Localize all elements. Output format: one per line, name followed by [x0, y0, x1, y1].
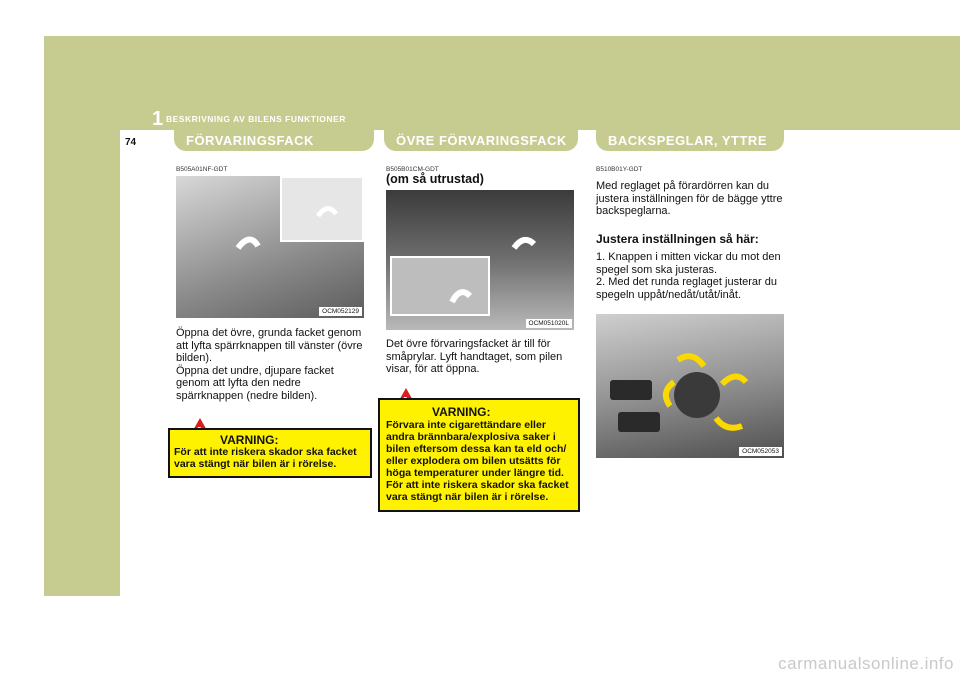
image-label: OCM052053 [739, 447, 782, 456]
steps-list: 1. Knappen i mitten vickar du mot den sp… [596, 251, 786, 301]
arrow-icon [235, 206, 339, 250]
warning-text: För att inte riskera skador ska facket v… [174, 446, 357, 470]
image-label: OCM051020L [525, 319, 572, 328]
warning-text: Förvara inte cigarettändare eller andra … [386, 419, 569, 503]
tab-ovre-forvaringsfack: ÖVRE FÖRVARINGSFACK [384, 129, 578, 151]
switch [618, 412, 660, 432]
arrow-icon [449, 236, 537, 304]
watermark: carmanualsonline.info [778, 654, 954, 673]
warning-box: VARNING: För att inte riskera skador ska… [168, 428, 372, 478]
arrow-icon [662, 353, 749, 431]
subtitle: (om så utrustad) [386, 172, 484, 186]
chapter-title: BESKRIVNING AV BILENS FUNKTIONER [166, 114, 346, 124]
intro-text: Med reglaget på förardörren kan du juste… [596, 180, 783, 217]
list-item: 2. Med det runda reglaget justerar du sp… [596, 276, 778, 301]
section-heading: Justera inställningen så här: [596, 232, 759, 246]
body-text: Det övre förvaringsfacket är till för sm… [386, 338, 563, 375]
section-code: B510B01Y-GDT [596, 166, 643, 173]
chapter-number: 1 [152, 108, 164, 130]
warning-box: VARNING: Förvara inte cigarettändare ell… [378, 398, 580, 512]
inset-photo [390, 256, 490, 316]
page-number: 74 [125, 137, 137, 148]
mirror-control-photo: OCM052053 [596, 314, 784, 458]
switch [610, 380, 652, 400]
mirror-knob [674, 372, 720, 418]
storage-photo: OCM052129 [176, 176, 364, 318]
inset-photo [280, 176, 364, 242]
image-label: OCM052129 [319, 307, 362, 316]
warning-title: VARNING: [432, 405, 491, 419]
warning-title: VARNING: [220, 433, 279, 447]
section-code: B505B01CM-GDT [386, 166, 439, 173]
body-text: Öppna det övre, grunda facket genom att … [176, 327, 363, 402]
list-item: 1. Knappen i mitten vickar du mot den sp… [596, 251, 781, 276]
tab-forvaringsfack: FÖRVARINGSFACK [174, 129, 374, 151]
tab-backspeglar: BACKSPEGLAR, YTTRE [596, 129, 784, 151]
dashboard-photo: OCM051020L [386, 190, 574, 330]
section-code: B505A01NF-GDT [176, 166, 228, 173]
